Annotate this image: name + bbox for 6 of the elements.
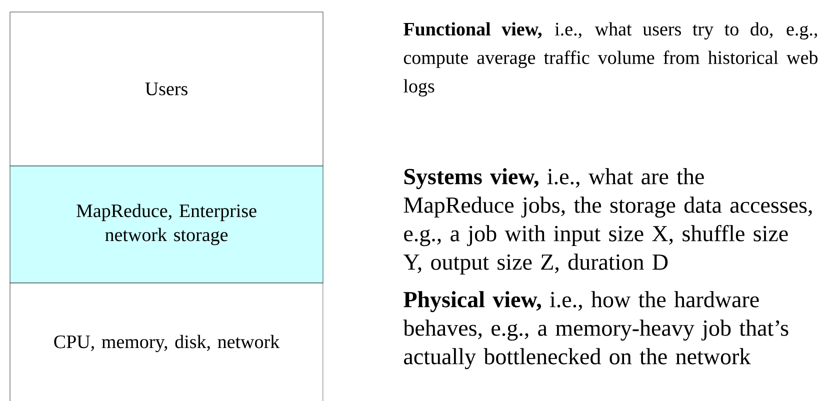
description-text: Systems view, i.e., what are the MapReduce jobs, the storage data accesses, e.g., a job with input size X, shuffle size Y, output size Z, duration D: [403, 168, 812, 275]
description-text: Physical view, i.e., how the hardware behaves, e.g., a memory-heavy job that’s actually bottlenecked on the network: [403, 291, 788, 370]
layer-box: CPU, memory, disk, network: [10, 282, 324, 401]
description-text: Functional view, i.e., what users try to do, e.g., compute average traffic volume from historical web logs: [404, 22, 818, 96]
layer-box: MapReduce, Enterprise network storage: [10, 166, 324, 284]
layer-box: Users: [10, 12, 324, 166]
